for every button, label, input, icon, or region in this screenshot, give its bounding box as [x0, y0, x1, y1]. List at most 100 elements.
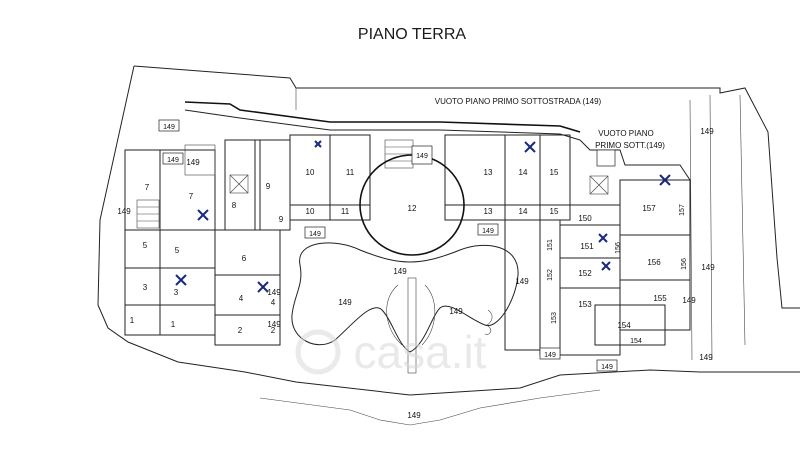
room-number: 157: [642, 204, 656, 213]
room-number: 153: [578, 300, 592, 309]
fixture-marker-icon: [598, 233, 608, 243]
label-149: 149: [544, 352, 556, 359]
plan-title: PIANO TERRA: [358, 26, 467, 43]
label-149: 149: [167, 157, 179, 164]
label-149: 149: [117, 207, 131, 216]
room-number: 151: [580, 242, 594, 251]
note-vuoto-sott-line2: PRIMO SOTT.(149): [595, 141, 665, 150]
label-149: 149: [682, 296, 696, 305]
lower-boundary: [259, 389, 601, 426]
room-number: 7: [145, 183, 150, 192]
watermark: casa.it: [354, 326, 487, 378]
room-number: 5: [175, 246, 180, 255]
footbridge: [407, 277, 417, 374]
label-box: [158, 119, 180, 132]
room-number: 6: [242, 254, 247, 263]
room-number: 11: [346, 168, 355, 177]
room-number: 151: [547, 239, 554, 251]
label-box: [596, 149, 616, 167]
watermark-logo-icon: [295, 329, 341, 375]
room-number: 14: [519, 207, 528, 216]
fixture-marker-icon: [524, 141, 536, 153]
label-149: 149: [482, 228, 494, 235]
room-number: 13: [484, 168, 493, 177]
boundary-segment: [709, 94, 713, 361]
garden-detail: [484, 309, 493, 335]
room-number: 156: [647, 258, 661, 267]
shaft-cross: [229, 174, 249, 194]
label-149: 149: [163, 124, 175, 131]
label-149: 149: [699, 353, 713, 362]
room-number: 9: [266, 182, 271, 191]
label-149: 149: [186, 158, 200, 167]
label-box: [477, 223, 499, 236]
room-number: 3: [143, 283, 148, 292]
label-box: [596, 359, 618, 372]
label-149: 149: [701, 263, 715, 272]
room-number: 4: [239, 294, 244, 303]
room-number: 8: [232, 201, 237, 210]
label-149: 149: [700, 127, 714, 136]
garden-pond: [291, 242, 519, 353]
room-number: 10: [306, 207, 315, 216]
room-number: 155: [653, 294, 667, 303]
room-number: 1: [171, 320, 176, 329]
label-149: 149: [515, 277, 529, 286]
note-vuoto-sott-line1: VUOTO PIANO: [598, 129, 653, 138]
fixture-marker-icon: [314, 140, 322, 148]
label-box: [411, 145, 433, 165]
room-number: 2: [238, 326, 243, 335]
label-149: 149: [601, 364, 613, 371]
room-number: 3: [174, 288, 179, 297]
room-number: 7: [189, 192, 194, 201]
north-wall: [184, 101, 581, 133]
right-block-b: [619, 179, 691, 331]
label-box: [304, 226, 326, 239]
room-number: 4: [271, 298, 276, 307]
label-149: 149: [267, 320, 281, 329]
north-wall-inner: [184, 109, 581, 141]
label-149: 149: [309, 231, 321, 238]
fixture-marker-icon: [601, 261, 611, 271]
room-number: 13: [484, 207, 493, 216]
site-boundary: [133, 65, 800, 309]
room-number: 156: [681, 258, 688, 270]
note-vuoto-sottostrada: VUOTO PIANO PRIMO SOTTOSTRADA (149): [435, 97, 602, 106]
stair-top-left: [184, 144, 216, 176]
fixture-marker-icon: [197, 209, 209, 221]
room-number: 154: [630, 338, 642, 345]
room-number: 152: [578, 269, 592, 278]
label-149: 149: [449, 307, 463, 316]
shaft-right: [589, 175, 609, 195]
room-number: 152: [547, 269, 554, 281]
room-number: 5: [143, 241, 148, 250]
fixture-marker-icon: [175, 274, 187, 286]
shaft-cross: [589, 175, 609, 195]
room-8-block: [224, 139, 261, 231]
room-number: 12: [408, 204, 417, 213]
room-number: 150: [578, 214, 592, 223]
right-upper-wall: [579, 139, 691, 181]
label-149: 149: [416, 153, 428, 160]
room-number: 2: [271, 326, 276, 335]
room-number: 153: [551, 312, 558, 324]
boundary-segment: [689, 99, 693, 361]
site-boundary-left: [97, 65, 800, 396]
room-number: 156: [615, 242, 622, 254]
label-149: 149: [338, 298, 352, 307]
shaft-left: [229, 174, 249, 194]
room-number: 11: [341, 207, 350, 216]
room-number: 15: [550, 207, 559, 216]
room-number: 1: [130, 316, 135, 325]
room-number: 154: [617, 321, 631, 330]
label-149: 149: [393, 267, 407, 276]
room-number: 10: [306, 168, 315, 177]
label-149: 149: [267, 288, 281, 297]
label-149: 149: [407, 411, 421, 420]
label-box: [162, 152, 184, 165]
fixture-marker-icon: [659, 174, 671, 186]
fixture-marker-icon: [257, 281, 269, 293]
garden-path: [386, 284, 436, 346]
label-box: [539, 347, 561, 360]
